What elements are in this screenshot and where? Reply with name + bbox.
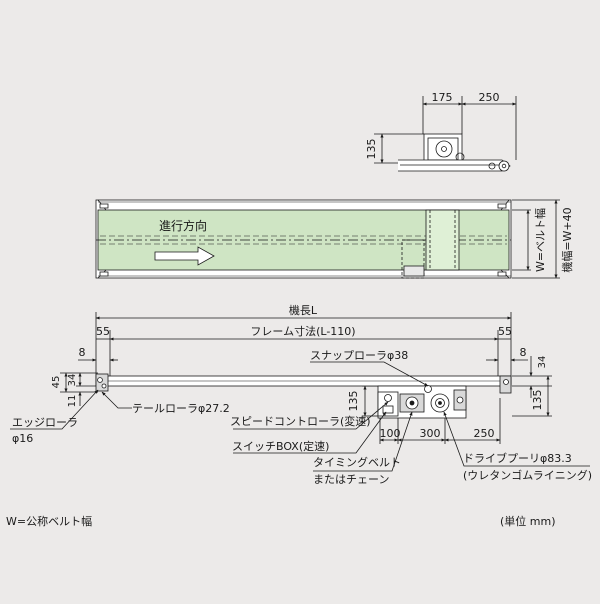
snap-roller-label: スナップローラφ38 — [310, 349, 408, 362]
right-dim-135: 135 — [531, 390, 544, 411]
machine-width-label: 機幅=W+40 — [560, 207, 574, 272]
timing-belt-label-2: またはチェーン — [313, 473, 389, 486]
snap-roller — [424, 385, 432, 393]
side-dim-250: 250 — [479, 91, 500, 104]
front-view — [95, 373, 512, 419]
speed-knob — [384, 394, 392, 402]
direction-arrow — [154, 246, 215, 266]
left-dim-34: 34 — [67, 374, 78, 387]
left-dim-45: 45 — [51, 376, 62, 389]
frame-length-label: フレーム寸法(L-110) — [250, 324, 355, 338]
right-dim-55: 55 — [498, 325, 512, 338]
side-dim-135: 135 — [365, 139, 378, 160]
side-dim-175: 175 — [432, 91, 453, 104]
switch-box-label: スイッチBOX(定速) — [232, 439, 329, 453]
right-dim-34: 34 — [537, 356, 548, 369]
right-dim-8: 8 — [520, 346, 527, 359]
drive-dim-135: 135 — [347, 391, 360, 412]
edge-roller-label-1: エッジローラ — [12, 416, 78, 429]
tail-end-block — [95, 373, 109, 392]
drive-dim-300: 300 — [420, 427, 441, 440]
drive-pulley-label-1: ドライブプーリφ83.3 — [463, 451, 572, 465]
belt-width-label: W=ベルト幅 — [534, 208, 547, 272]
left-dim-8: 8 — [79, 346, 86, 359]
callout-leaders — [10, 361, 590, 472]
unit-note: (単位 mm) — [500, 515, 556, 528]
side-view — [374, 96, 517, 172]
tail-roller-label: テールローラφ27.2 — [132, 402, 230, 415]
speed-controller-label: スピードコントローラ(変速) — [230, 414, 371, 428]
left-dim-11: 11 — [67, 395, 78, 408]
overall-length-label: 機長L — [289, 303, 318, 317]
drive-dim-100: 100 — [380, 427, 401, 440]
plan-view — [95, 199, 560, 279]
timing-belt-label-1: タイミングベルト — [313, 455, 401, 469]
drive-dim-250: 250 — [474, 427, 495, 440]
drive-pulley-label-2: (ウレタンゴムライニング) — [463, 468, 592, 482]
belt-width-note: W=公称ベルト幅 — [6, 515, 93, 528]
edge-roller-label-2: φ16 — [12, 432, 33, 445]
direction-label: 進行方向 — [159, 218, 207, 233]
left-dim-55: 55 — [96, 325, 110, 338]
